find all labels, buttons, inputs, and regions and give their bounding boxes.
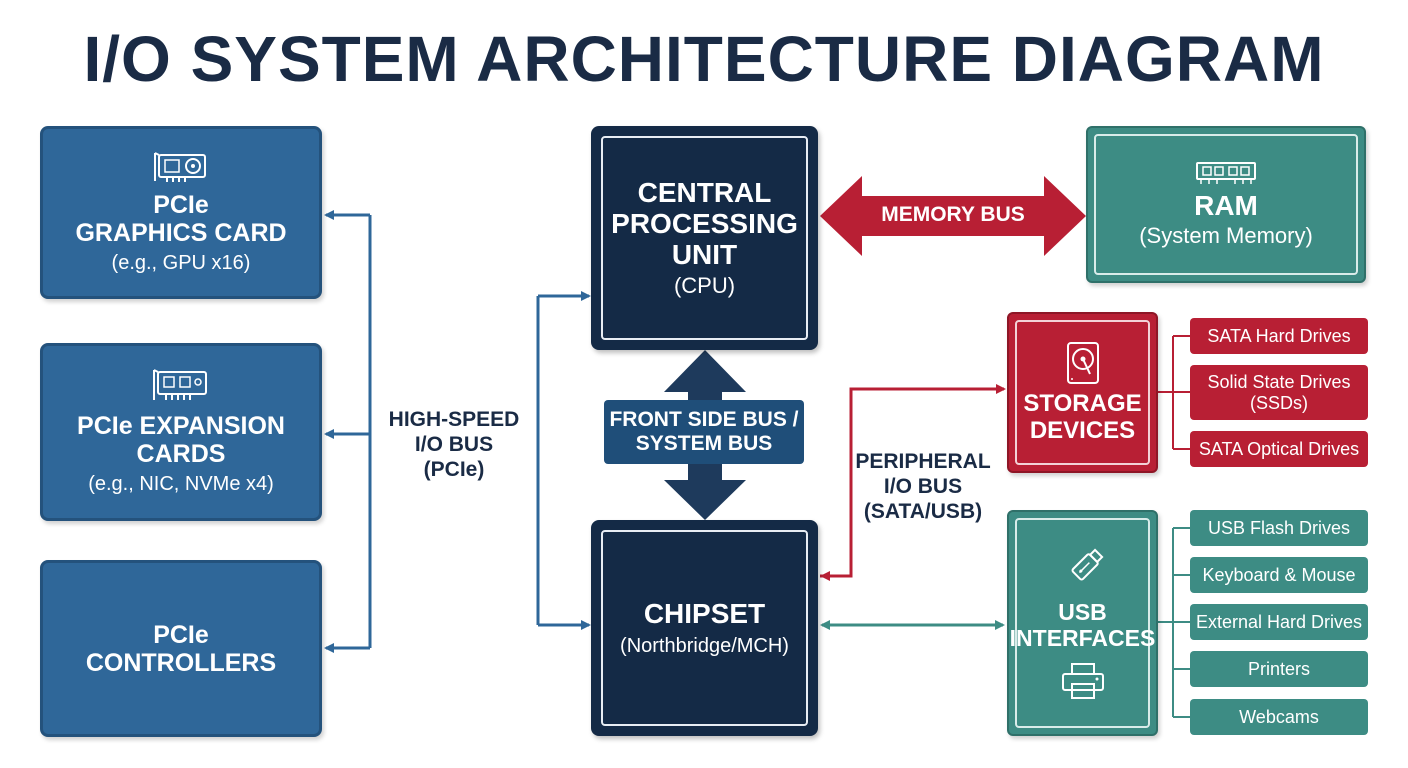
cpu-box: CENTRAL PROCESSING UNIT (CPU) — [591, 126, 818, 350]
cpu-line3: UNIT — [671, 239, 738, 271]
pcie-controllers-line1: PCIe — [153, 620, 209, 649]
peripheral-bus-line — [820, 384, 1006, 581]
pcie-controllers-line2: CONTROLLERS — [85, 648, 277, 677]
chipset-title: CHIPSET — [643, 598, 766, 630]
cpu-line1: CENTRAL — [637, 176, 772, 208]
printer-icon — [1061, 662, 1104, 699]
chipset-box: CHIPSET (Northbridge/MCH) — [591, 520, 818, 736]
ram-box: RAM (System Memory) — [1086, 126, 1366, 283]
usb-item: External Hard Drives — [1190, 604, 1368, 640]
cpu-sub: (CPU) — [673, 272, 736, 298]
pcie-graphics-card-box: PCIe GRAPHICS CARD (e.g., GPU x16) — [40, 126, 322, 299]
chipset-sub: (Northbridge/MCH) — [620, 634, 789, 657]
pcie-expansion-cards-box: PCIe EXPANSION CARDS (e.g., NIC, NVMe x4… — [40, 343, 322, 521]
storage-item: Solid State Drives (SSDs) — [1190, 365, 1368, 420]
usb-line1: USB — [1058, 599, 1107, 626]
pcie-graphics-sub: (e.g., GPU x16) — [111, 251, 251, 274]
pcie-graphics-line2: GRAPHICS CARD — [75, 218, 287, 247]
front-side-bus-label: FRONT SIDE BUS / SYSTEM BUS — [609, 408, 799, 455]
storage-tree-lines — [1158, 335, 1190, 450]
usb-drive-icon — [1071, 548, 1104, 581]
storage-line1: STORAGE — [1023, 389, 1142, 417]
ram-title: RAM — [1194, 189, 1258, 221]
memory-bus-label: MEMORY BUS — [881, 203, 1025, 226]
usb-tree-lines — [1158, 527, 1190, 718]
storage-line2: DEVICES — [1029, 416, 1136, 444]
expansion-card-icon — [153, 369, 207, 400]
ram-sub: (System Memory) — [1139, 222, 1313, 248]
usb-item: Printers — [1190, 651, 1368, 687]
front-side-bus-label-box: FRONT SIDE BUS / SYSTEM BUS — [604, 400, 804, 464]
memory-bus-arrow — [820, 176, 1086, 256]
usb-item: Keyboard & Mouse — [1190, 557, 1368, 593]
high-speed-bus-label: HIGH-SPEED I/O BUS (PCIe) — [388, 408, 520, 481]
pcie-graphics-line1: PCIe — [153, 190, 209, 219]
pcie-expansion-sub: (e.g., NIC, NVMe x4) — [88, 473, 274, 495]
pcie-bus-lines — [324, 210, 591, 653]
pcie-controllers-box: PCIe CONTROLLERS — [40, 560, 322, 737]
pcie-expansion-line2: CARDS — [136, 440, 226, 468]
graphics-card-icon — [154, 151, 206, 182]
cpu-line2: PROCESSING — [611, 208, 798, 240]
hard-drive-icon — [1066, 341, 1099, 384]
storage-item: SATA Hard Drives — [1190, 318, 1368, 354]
storage-devices-box: STORAGE DEVICES — [1007, 312, 1158, 473]
storage-item: SATA Optical Drives — [1190, 431, 1368, 467]
peripheral-bus-label: PERIPHERAL I/O BUS (SATA/USB) — [855, 450, 991, 523]
usb-interfaces-box: USB INTERFACES — [1007, 510, 1158, 736]
usb-line2: INTERFACES — [1009, 625, 1156, 651]
usb-item: USB Flash Drives — [1190, 510, 1368, 546]
pcie-expansion-line1: PCIe EXPANSION — [77, 412, 285, 440]
ram-module-icon — [1196, 161, 1256, 184]
diagram-title: I/O SYSTEM ARCHITECTURE DIAGRAM — [83, 23, 1325, 95]
usb-item: Webcams — [1190, 699, 1368, 735]
